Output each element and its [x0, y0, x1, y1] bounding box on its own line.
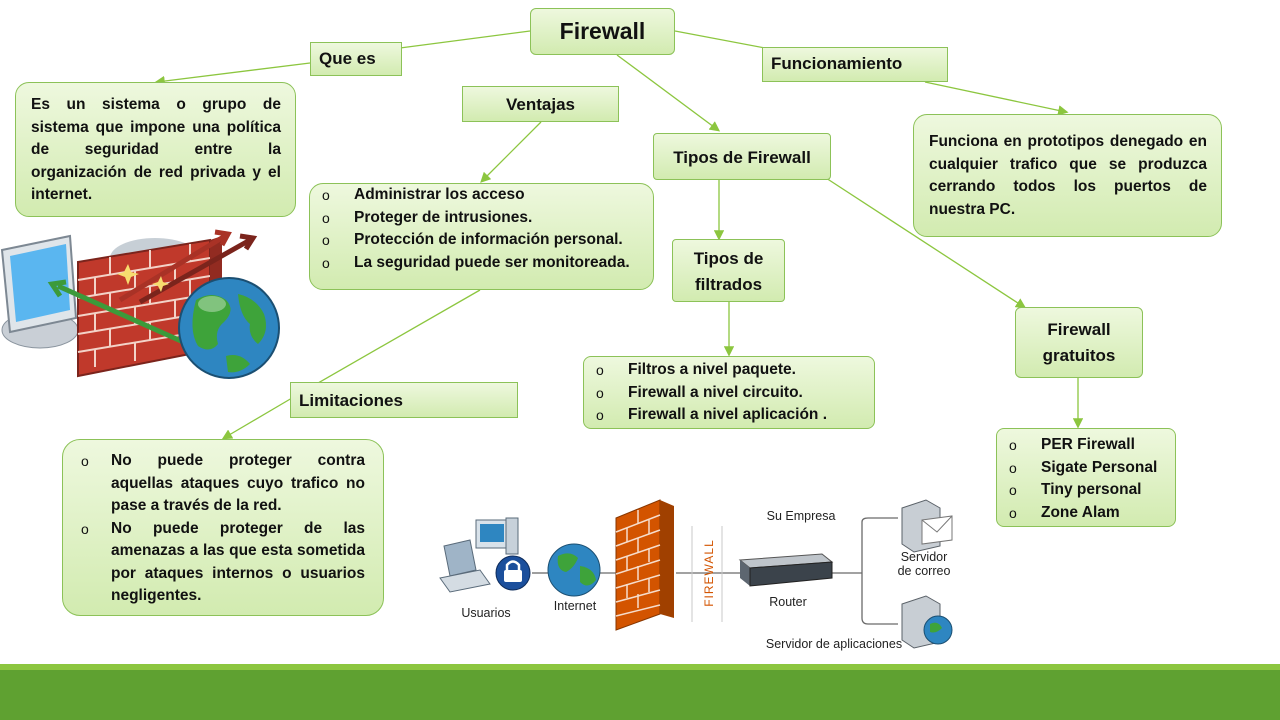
line-title-funcionamiento — [674, 30, 766, 49]
line-queses-box — [154, 62, 311, 87]
funcionamiento-label: Funcionamiento — [762, 47, 948, 82]
firewall-vertical-label: FIREWALL — [702, 539, 716, 607]
line-funcionamiento-box — [924, 81, 1069, 116]
tipos-firewall-label: Tipos de Firewall — [653, 133, 831, 180]
line-title-queses — [399, 30, 531, 49]
ventajas-label: Ventajas — [462, 86, 619, 122]
su-empresa-label: Su Empresa — [766, 509, 836, 523]
router-label: Router — [769, 595, 807, 609]
que-es-label: Que es — [310, 42, 402, 76]
servidor-correo-label: Servidor de correo — [897, 550, 951, 578]
limitaciones-label: Limitaciones — [290, 382, 518, 418]
que-es-box: Es un sistema o grupo de sistema que imp… — [15, 82, 296, 217]
tipos-filtrados-label: Tipos de filtrados — [672, 239, 785, 302]
line-ventajas-limitaciones — [291, 289, 481, 399]
line-limitaciones-box — [221, 397, 293, 440]
line-ventajas-box — [480, 121, 542, 183]
funcionamiento-box: Funciona en prototipos denegado en cualq… — [913, 114, 1222, 237]
usuarios-label: Usuarios — [461, 606, 511, 620]
firewall-gratuitos-label: Firewall gratuitos — [1015, 307, 1143, 378]
firewall-title: Firewall — [530, 8, 675, 55]
line-title-tipos — [616, 54, 721, 132]
footer-accent-line — [0, 664, 1280, 670]
internet-label: Internet — [553, 599, 597, 613]
servidor-aplicaciones-label: Servidor de aplicaciones — [765, 637, 903, 651]
line-tipos-gratuitos — [825, 177, 1027, 309]
footer-band — [0, 670, 1280, 720]
